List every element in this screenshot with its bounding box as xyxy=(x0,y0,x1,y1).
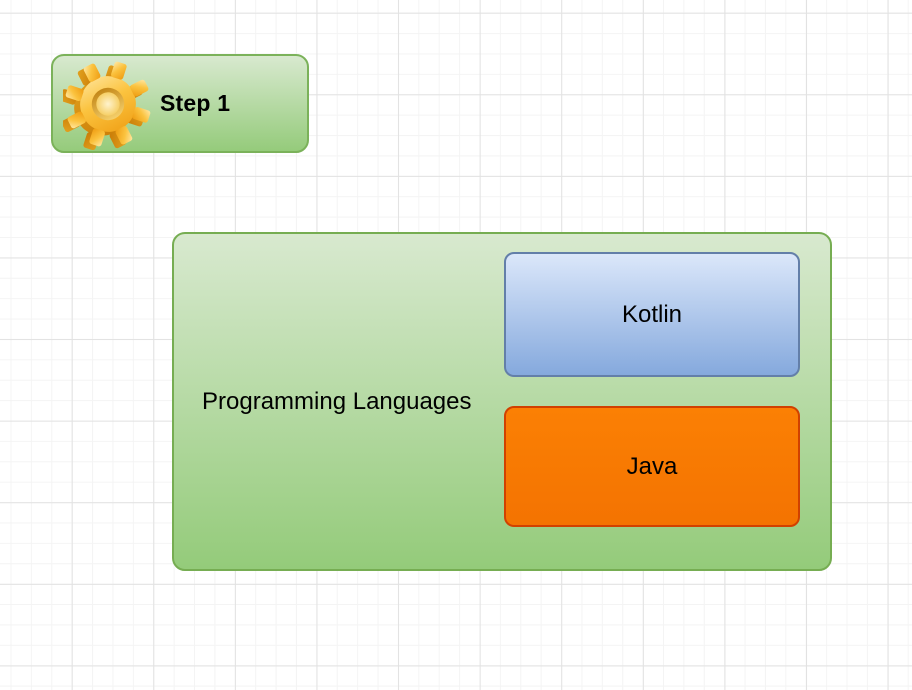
gear-icon xyxy=(63,57,153,150)
java-node[interactable]: Java xyxy=(504,406,800,527)
container-label: Programming Languages xyxy=(202,387,472,415)
kotlin-node-label: Kotlin xyxy=(621,300,683,328)
kotlin-node[interactable]: Kotlin xyxy=(504,252,800,377)
step-node[interactable]: Step 1 xyxy=(51,54,309,153)
programming-languages-container[interactable]: Programming Languages Kotlin Java xyxy=(172,232,832,571)
step-node-label: Step 1 xyxy=(160,90,231,116)
java-node-label: Java xyxy=(626,452,678,480)
